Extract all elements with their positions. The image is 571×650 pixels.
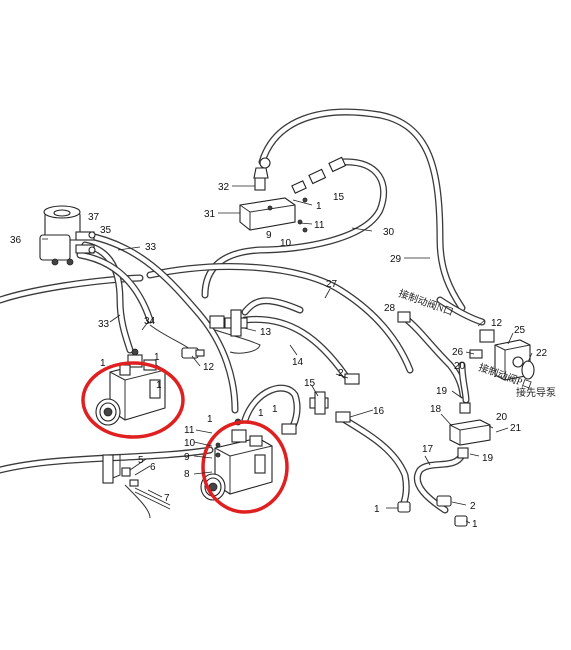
fitting-12-left [181, 347, 205, 359]
callout-9-top: 9 [266, 230, 272, 241]
block-18 [449, 402, 491, 459]
callout-10-lower: 10 [184, 438, 196, 449]
callout-7: 7 [164, 493, 170, 504]
leader-lines [42, 185, 533, 524]
callout-26: 26 [452, 347, 464, 358]
callout-19-upper: 19 [436, 386, 448, 397]
tee-13 [209, 309, 248, 337]
callout-29: 29 [390, 254, 402, 265]
callout-15-top: 15 [333, 192, 345, 203]
callout-33-left: 33 [98, 319, 110, 330]
pump-36 [39, 205, 96, 266]
callout-11-lower: 11 [184, 425, 195, 436]
callout-20-lower: 20 [496, 412, 508, 423]
callout-34: 34 [144, 316, 156, 327]
callout-27: 27 [326, 279, 338, 290]
label-pilot-pump: 接先导泵 [516, 386, 556, 399]
callout-25: 25 [514, 325, 526, 336]
fitting-28 [397, 311, 411, 323]
callout-17: 17 [422, 444, 434, 455]
callout-5: 5 [138, 455, 144, 466]
highlight-circle-upper [81, 361, 185, 439]
callout-13: 13 [260, 327, 272, 338]
valve-lower [200, 418, 273, 501]
highlight-circle-lower [201, 420, 289, 514]
callout-11-top: 11 [314, 220, 325, 231]
callout-9-lower: 9 [184, 452, 190, 463]
callout-1-valve-a: 1 [100, 358, 106, 369]
callout-32: 32 [218, 182, 230, 193]
block-31 [239, 157, 296, 231]
callout-30: 30 [383, 227, 395, 238]
callout-18: 18 [430, 404, 442, 415]
callout-12-left: 12 [203, 362, 215, 373]
callout-8: 8 [184, 469, 190, 480]
callout-14: 14 [292, 357, 304, 368]
callout-22: 22 [536, 348, 548, 359]
callout-31: 31 [204, 209, 216, 220]
callout-1-top: 1 [316, 201, 322, 212]
callout-20-upper: 20 [454, 361, 466, 372]
callout-33-top: 33 [145, 242, 157, 253]
callout-1-upper-mid: 1 [156, 380, 162, 391]
callout-21: 21 [510, 423, 522, 434]
callout-15-lower: 15 [304, 378, 316, 389]
callout-1-bottom-right: 1 [472, 519, 478, 530]
fitting-15-top [291, 156, 347, 233]
callout-28: 28 [384, 303, 396, 314]
callout-1-bottom-left: 1 [374, 504, 380, 515]
block-25 [469, 329, 535, 381]
bracket-5-6-7 [102, 454, 171, 510]
callout-6: 6 [150, 462, 156, 473]
fitting-1-bottom [397, 495, 468, 527]
callout-35: 35 [100, 225, 112, 236]
callout-10-top: 10 [280, 238, 292, 249]
callout-16: 16 [373, 406, 385, 417]
callout-1-lower-a: 1 [207, 414, 213, 425]
callout-1-lower-c: 1 [272, 404, 278, 415]
callout-1-lower-b: 1 [258, 408, 264, 419]
hose-group [0, 108, 486, 514]
callout-37: 37 [88, 212, 100, 223]
callout-12-right: 12 [491, 318, 503, 329]
callout-numbers: 32 31 1 15 11 9 10 30 29 36 37 35 33 33 … [10, 182, 548, 530]
callout-19-lower: 19 [482, 453, 494, 464]
callout-2-bottom: 2 [470, 501, 476, 512]
callout-36: 36 [10, 235, 22, 246]
callout-2-mid: 2 [338, 368, 344, 379]
fitting-15-lower [281, 373, 360, 435]
callout-1-valve-b: 1 [154, 352, 160, 363]
